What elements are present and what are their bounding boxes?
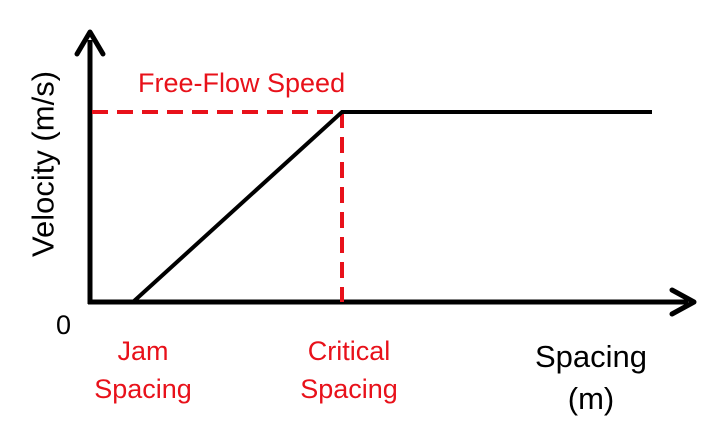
y-axis-arrowhead [74, 29, 106, 57]
critical-spacing-label-line2: Spacing [300, 374, 398, 404]
speed-spacing-curve [131, 110, 652, 304]
jam-spacing-label-line1: Jam [117, 336, 169, 366]
x-axis-arrowhead [669, 287, 697, 317]
x-axis-label-line2: (m) [567, 381, 615, 416]
jam-spacing-label-line2: Spacing [94, 374, 192, 404]
critical-spacing-label: Critical Spacing [300, 332, 398, 408]
x-axis-label: Spacing (m) [535, 336, 647, 420]
jam-spacing-label: Jam Spacing [94, 332, 192, 408]
critical-spacing-label-line1: Critical [307, 336, 391, 366]
free-flow-speed-label: Free-Flow Speed [138, 68, 346, 98]
y-axis-label: Velocity (m/s) [25, 70, 61, 258]
origin-label: 0 [56, 310, 72, 340]
x-axis-label-line1: Spacing [534, 339, 648, 374]
